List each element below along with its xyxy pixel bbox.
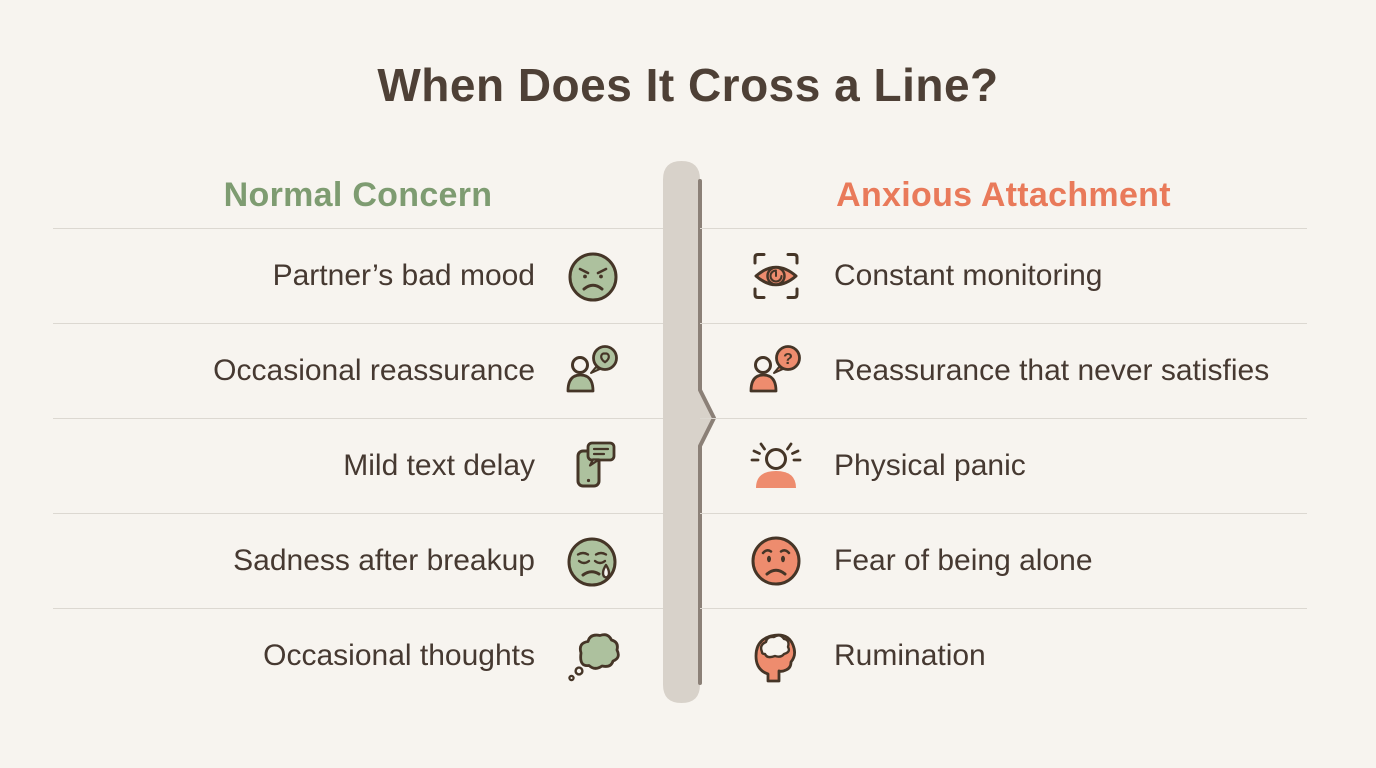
table-row: Partner’s bad mood <box>53 228 663 323</box>
table-row: Constant monitoring <box>700 228 1307 323</box>
table-row: Sadness after breakup <box>53 513 663 608</box>
row-label: Occasional thoughts <box>263 639 535 672</box>
thought-cloud-icon <box>568 633 620 682</box>
worried-face-icon <box>751 536 801 586</box>
eye-viewfinder-icon <box>753 253 799 299</box>
normal-concern-column: Partner’s bad mood Occasional reassuranc… <box>53 228 663 703</box>
table-row: Occasional thoughts <box>53 608 663 703</box>
column-header-anxious-attachment: Anxious Attachment <box>836 175 1171 214</box>
table-row: Mild text delay <box>53 418 663 513</box>
person-panic-rays-icon <box>750 442 802 488</box>
row-label: Sadness after breakup <box>233 544 535 577</box>
table-row: Physical panic <box>700 418 1307 513</box>
table-row: Rumination <box>700 608 1307 703</box>
phone-message-icon <box>576 441 616 488</box>
annoyed-face-icon <box>568 252 618 302</box>
row-label: Mild text delay <box>343 449 535 482</box>
person-heart-bubble-icon <box>566 345 618 393</box>
question-mark-glyph: ? <box>783 351 793 368</box>
table-row: Occasional reassurance <box>53 323 663 418</box>
table-row: ? Reassurance that never satisfies <box>700 323 1307 418</box>
column-header-normal-concern: Normal Concern <box>223 175 493 214</box>
anxious-attachment-column: Constant monitoring ? Reassurance that n… <box>700 228 1307 703</box>
row-label: Fear of being alone <box>834 544 1093 577</box>
row-label: Physical panic <box>834 449 1026 482</box>
head-brain-icon <box>754 633 796 683</box>
row-label: Rumination <box>834 639 986 672</box>
row-label: Partner’s bad mood <box>272 259 535 292</box>
row-label: Occasional reassurance <box>213 354 535 387</box>
sad-face-tear-icon <box>567 537 617 587</box>
row-label: Constant monitoring <box>834 259 1103 292</box>
page-title: When Does It Cross a Line? <box>377 59 999 111</box>
person-question-bubble-icon: ? <box>749 345 801 393</box>
row-label: Reassurance that never satisfies <box>834 354 1270 387</box>
table-row: Fear of being alone <box>700 513 1307 608</box>
